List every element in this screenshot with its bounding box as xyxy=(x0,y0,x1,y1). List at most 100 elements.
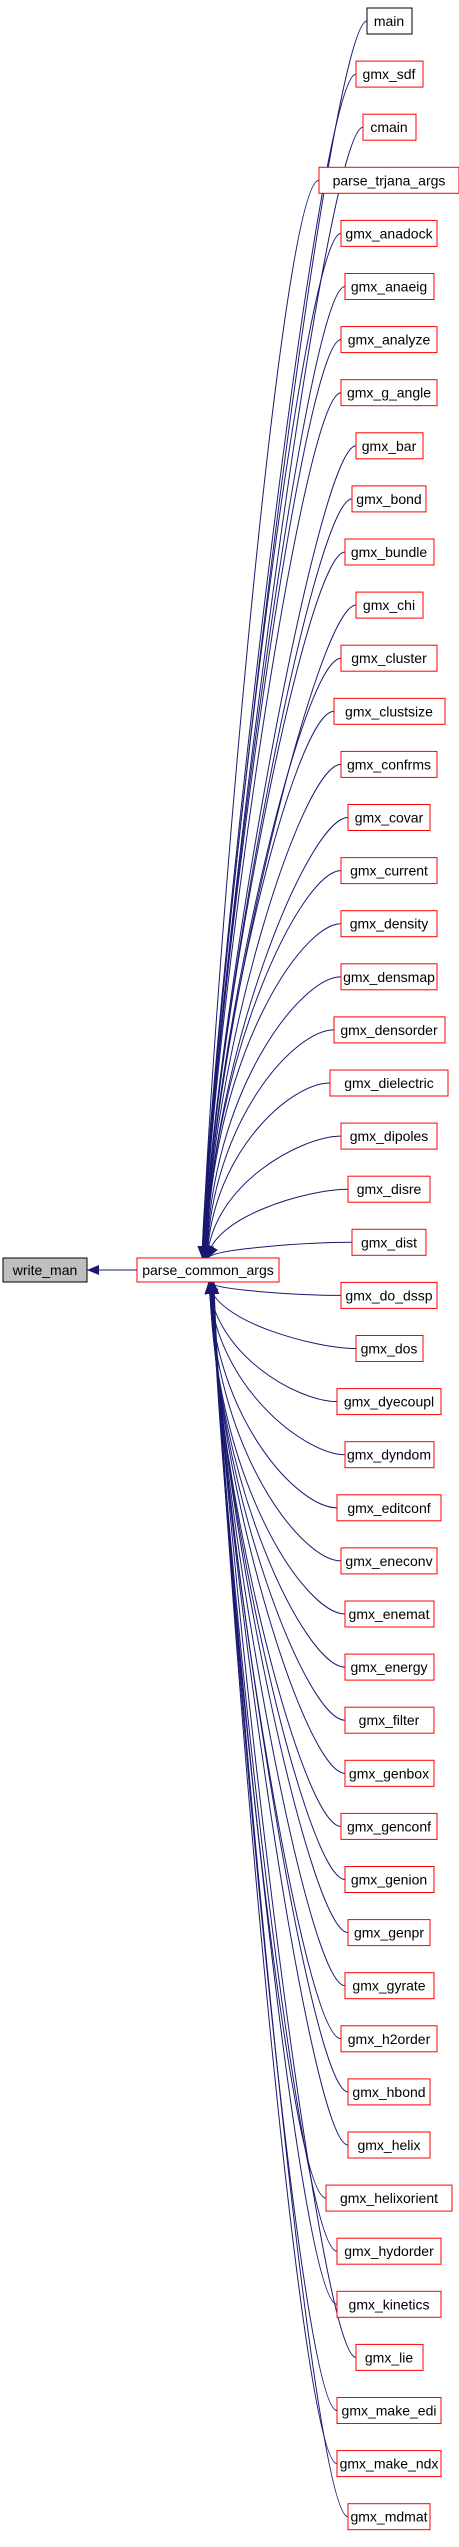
edge-gmx-disre-to-parse-common-args xyxy=(204,1188,349,1259)
node-parse-trjana-args[interactable]: parse_trjana_args xyxy=(318,166,459,194)
node-gmx-kinetics[interactable]: gmx_kinetics xyxy=(336,2290,442,2318)
node-gmx-densmap-box xyxy=(340,963,438,991)
node-gmx-confrms-box xyxy=(340,750,438,778)
node-gmx-genion[interactable]: gmx_genion xyxy=(344,1866,435,1893)
node-gmx-helix-box xyxy=(347,2131,431,2159)
node-gmx-densmap[interactable]: gmx_densmap xyxy=(340,963,438,991)
node-gmx-confrms-label: gmx_confrms xyxy=(347,756,431,772)
node-gmx-filter-box xyxy=(344,1706,435,1734)
node-gmx-genpr-label: gmx_genpr xyxy=(354,1925,424,1941)
edge-gmx-gyrate-to-parse-common-args xyxy=(206,1281,346,1987)
node-gmx-mdmat[interactable]: gmx_mdmat xyxy=(347,2503,431,2531)
node-gmx-gyrate-label: gmx_gyrate xyxy=(352,1978,425,1994)
node-gmx-gyrate-box xyxy=(344,1972,435,2000)
node-write-man[interactable]: write_man xyxy=(2,1257,88,1283)
node-gmx-hbond[interactable]: gmx_hbond xyxy=(347,2078,431,2106)
edge-gmx-confrms-to-parse-common-args xyxy=(200,763,342,1259)
node-gmx-h2order[interactable]: gmx_h2order xyxy=(340,2025,438,2053)
node-gmx-dielectric-box xyxy=(329,1069,449,1097)
edge-gmx-density-to-parse-common-args xyxy=(201,923,342,1259)
node-gmx-chi[interactable]: gmx_chi xyxy=(355,591,424,619)
node-main[interactable]: main xyxy=(366,7,413,35)
node-gmx-analyze[interactable]: gmx_analyze xyxy=(340,326,438,354)
node-gmx-dos[interactable]: gmx_dos xyxy=(355,1335,424,1362)
node-gmx-dyndom[interactable]: gmx_dyndom xyxy=(344,1441,435,1469)
node-gmx-do-dssp-box xyxy=(340,1281,438,1309)
node-gmx-dipoles-box xyxy=(340,1122,438,1150)
node-gmx-energy-label: gmx_energy xyxy=(350,1659,427,1675)
node-gmx-bond-label: gmx_bond xyxy=(356,491,421,507)
node-gmx-mdmat-label: gmx_mdmat xyxy=(350,2509,427,2525)
node-gmx-make-ndx-label: gmx_make_ndx xyxy=(340,2456,439,2472)
node-gmx-bar[interactable]: gmx_bar xyxy=(355,432,424,460)
node-gmx-sdf-label: gmx_sdf xyxy=(363,66,416,82)
node-gmx-bond[interactable]: gmx_bond xyxy=(351,485,427,513)
node-gmx-make-ndx[interactable]: gmx_make_ndx xyxy=(336,2450,442,2478)
node-gmx-anadock-label: gmx_anadock xyxy=(345,225,433,241)
edge-gmx-make-ndx-to-parse-common-args xyxy=(209,1281,338,2465)
node-gmx-dipoles[interactable]: gmx_dipoles xyxy=(340,1122,438,1150)
node-gmx-lie[interactable]: gmx_lie xyxy=(355,2343,424,2371)
node-gmx-densorder-label: gmx_densorder xyxy=(340,1022,438,1038)
node-gmx-filter[interactable]: gmx_filter xyxy=(344,1706,435,1734)
node-gmx-bond-box xyxy=(351,485,427,513)
node-gmx-genconf-label: gmx_genconf xyxy=(347,1818,431,1834)
node-gmx-disre[interactable]: gmx_disre xyxy=(347,1175,431,1203)
node-gmx-covar[interactable]: gmx_covar xyxy=(347,804,431,831)
node-gmx-g-angle-label: gmx_g_angle xyxy=(347,385,431,401)
node-gmx-bundle[interactable]: gmx_bundle xyxy=(344,538,435,566)
node-gmx-anaeig[interactable]: gmx_anaeig xyxy=(344,273,435,300)
edge-gmx-current-to-parse-common-args xyxy=(201,870,342,1259)
node-gmx-genbox[interactable]: gmx_genbox xyxy=(344,1759,435,1787)
node-gmx-eneconv[interactable]: gmx_eneconv xyxy=(340,1547,438,1575)
node-gmx-densorder-box xyxy=(333,1016,446,1044)
node-gmx-do-dssp[interactable]: gmx_do_dssp xyxy=(340,1281,438,1309)
node-gmx-sdf[interactable]: gmx_sdf xyxy=(355,60,424,88)
node-gmx-cluster[interactable]: gmx_cluster xyxy=(340,644,438,672)
node-gmx-cluster-label: gmx_cluster xyxy=(351,650,427,666)
edge-gmx-bundle-to-parse-common-args xyxy=(199,551,346,1259)
node-gmx-current[interactable]: gmx_current xyxy=(340,857,438,885)
node-gmx-enemat[interactable]: gmx_enemat xyxy=(344,1600,435,1628)
node-gmx-make-edi[interactable]: gmx_make_edi xyxy=(336,2397,442,2424)
edge-gmx-densorder-to-parse-common-args xyxy=(202,1029,335,1259)
node-gmx-dist[interactable]: gmx_dist xyxy=(351,1228,427,1256)
node-gmx-energy[interactable]: gmx_energy xyxy=(344,1653,435,1681)
node-gmx-dist-box xyxy=(351,1228,427,1256)
node-gmx-genion-label: gmx_genion xyxy=(351,1872,427,1888)
node-gmx-hbond-label: gmx_hbond xyxy=(352,2084,425,2100)
node-gmx-densorder[interactable]: gmx_densorder xyxy=(333,1016,446,1044)
node-gmx-genbox-label: gmx_genbox xyxy=(349,1765,429,1781)
node-gmx-clustsize[interactable]: gmx_clustsize xyxy=(333,697,446,725)
node-gmx-genconf[interactable]: gmx_genconf xyxy=(340,1812,438,1840)
node-cmain[interactable]: cmain xyxy=(362,113,417,141)
node-gmx-genconf-box xyxy=(340,1812,438,1840)
node-gmx-dyndom-label: gmx_dyndom xyxy=(347,1447,431,1463)
node-gmx-enemat-label: gmx_enemat xyxy=(349,1606,430,1622)
node-gmx-editconf[interactable]: gmx_editconf xyxy=(336,1494,442,1522)
node-write-man-label: write_man xyxy=(12,1262,78,1278)
node-gmx-clustsize-box xyxy=(333,697,446,725)
node-gmx-helix[interactable]: gmx_helix xyxy=(347,2131,431,2159)
node-gmx-genpr-box xyxy=(347,1919,431,1947)
node-gmx-hydorder[interactable]: gmx_hydorder xyxy=(336,2237,442,2265)
node-gmx-enemat-box xyxy=(344,1600,435,1628)
node-gmx-density[interactable]: gmx_density xyxy=(340,910,438,938)
edge-gmx-clustsize-to-parse-common-args xyxy=(200,710,335,1259)
node-gmx-anadock[interactable]: gmx_anadock xyxy=(340,219,438,247)
node-gmx-g-angle[interactable]: gmx_g_angle xyxy=(340,379,438,407)
node-parse-common-args-label: parse_common_args xyxy=(142,1262,274,1278)
node-gmx-gyrate[interactable]: gmx_gyrate xyxy=(344,1972,435,2000)
node-gmx-confrms[interactable]: gmx_confrms xyxy=(340,750,438,778)
node-gmx-bundle-label: gmx_bundle xyxy=(351,544,427,560)
edge-gmx-helix-to-parse-common-args xyxy=(207,1281,349,2146)
node-gmx-hydorder-box xyxy=(336,2237,442,2265)
node-gmx-dielectric[interactable]: gmx_dielectric xyxy=(329,1069,449,1097)
node-gmx-dyecoupl[interactable]: gmx_dyecoupl xyxy=(336,1388,442,1416)
node-gmx-helixorient[interactable]: gmx_helixorient xyxy=(325,2184,453,2212)
node-gmx-genpr[interactable]: gmx_genpr xyxy=(347,1919,431,1947)
node-parse-common-args[interactable]: parse_common_args xyxy=(136,1257,280,1283)
node-gmx-current-box xyxy=(340,857,438,885)
edge-gmx-anaeig-to-parse-common-args xyxy=(198,286,346,1259)
